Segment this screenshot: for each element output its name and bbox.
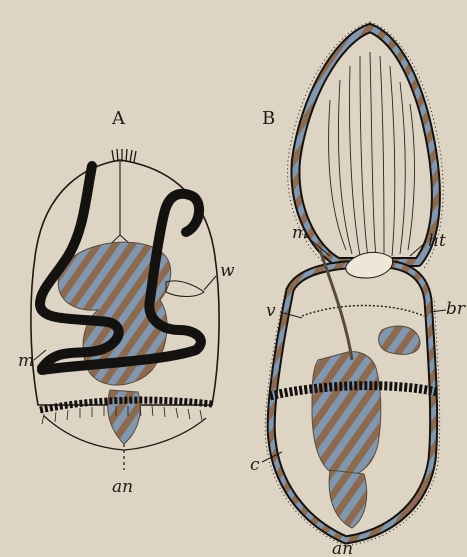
figure-b-heart — [346, 252, 393, 278]
figure-b-upper-lobe — [295, 28, 435, 262]
figure-b-label-ht: ht — [428, 231, 446, 251]
figure-a-label-m: m — [18, 351, 34, 371]
figure-a-label-an: an — [112, 477, 133, 497]
figure-b-label: B — [262, 108, 275, 129]
figure-b-label-v: v — [266, 301, 276, 321]
figure-b-label-c: c — [250, 455, 260, 475]
figure-a: A — [18, 108, 235, 497]
figure-b-label-an: an — [332, 539, 353, 557]
figure-b-label-m: m — [292, 223, 308, 243]
figure-b-label-br: br — [446, 299, 466, 319]
figure-b: B — [250, 22, 466, 557]
figure-a-label-w: w — [220, 261, 235, 281]
figure-a-label: A — [111, 108, 126, 129]
figure-b-stomach — [312, 352, 381, 477]
figure-b-velum — [302, 306, 424, 317]
figure-a-w-organ — [166, 281, 204, 297]
